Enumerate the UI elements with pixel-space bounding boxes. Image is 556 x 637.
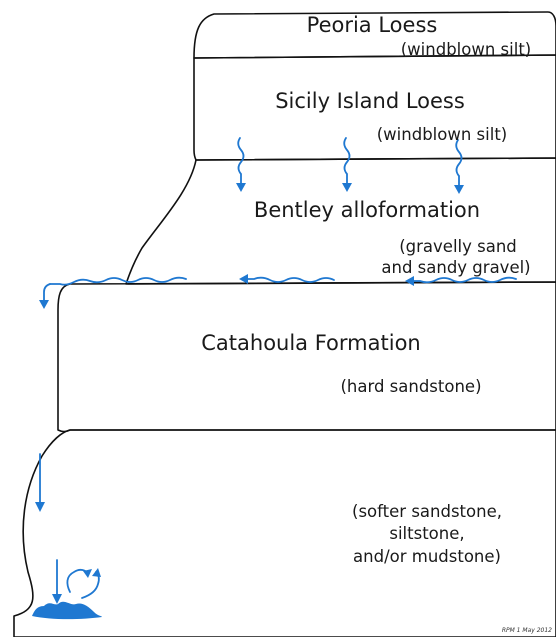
infiltration-arrow-left <box>236 138 246 192</box>
layer-catahoula <box>58 282 556 432</box>
splash-arrow-up <box>67 569 92 592</box>
sicily-subtitle: (windblown silt) <box>377 125 507 144</box>
water-pool <box>32 602 102 619</box>
peoria-subtitle: (windblown silt) <box>401 40 531 59</box>
catahoula-title: Catahoula Formation <box>201 331 420 355</box>
drip-arrow-lower <box>52 560 62 604</box>
lower-line3: and/or mudstone) <box>353 547 501 566</box>
drip-arrow-upper <box>35 454 45 512</box>
author-signature: RPM 1 May 2012 <box>502 627 552 634</box>
peoria-title: Peoria Loess <box>307 13 438 37</box>
bentley-subtitle-line1: (gravelly sand <box>399 237 517 256</box>
sicily-title: Sicily Island Loess <box>275 89 465 113</box>
infiltration-arrow-right <box>454 140 464 194</box>
bentley-title: Bentley alloformation <box>254 198 480 222</box>
seepage-arrow-left <box>39 278 186 309</box>
seepage-arrow-right <box>405 276 516 286</box>
catahoula-subtitle: (hard sandstone) <box>340 377 481 396</box>
infiltration-arrow-middle <box>342 138 352 192</box>
lower-line2: siltstone, <box>389 524 464 543</box>
lower-line1: (softer sandstone, <box>352 502 502 521</box>
layer-softer-sandstone <box>14 430 556 637</box>
bentley-subtitle-line2: and sandy gravel) <box>381 258 530 277</box>
